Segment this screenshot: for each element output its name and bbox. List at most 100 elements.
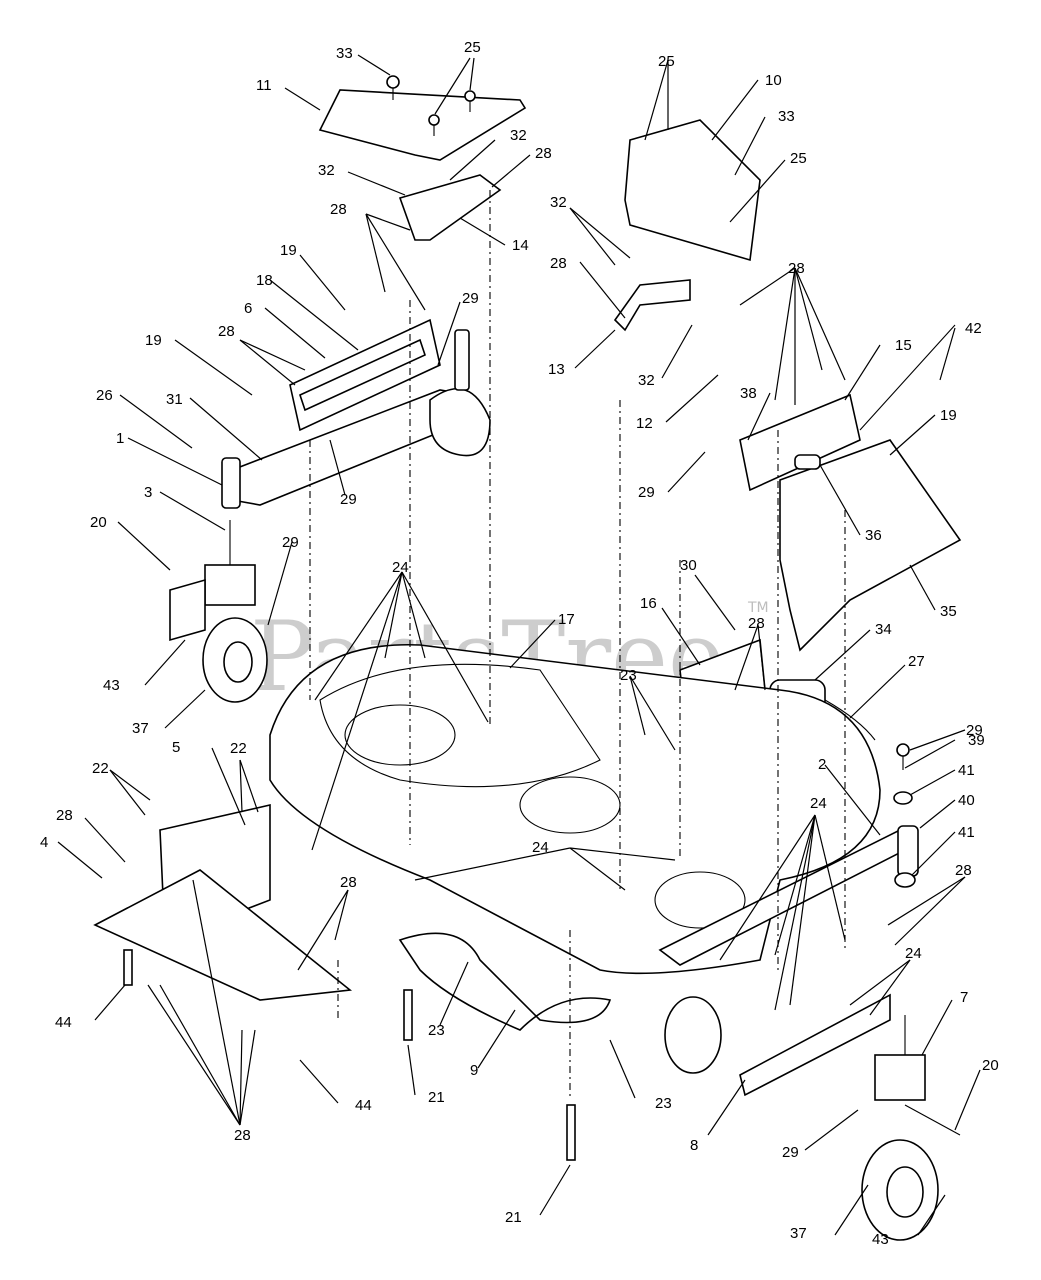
callout-29: 29 bbox=[462, 290, 479, 307]
callout-29: 29 bbox=[340, 491, 357, 508]
callout-21: 21 bbox=[505, 1209, 522, 1226]
part-21-bolt-b bbox=[566, 1104, 576, 1161]
callout-2: 2 bbox=[818, 756, 826, 773]
alignment-lines bbox=[309, 190, 846, 1100]
callout-17: 17 bbox=[558, 611, 575, 628]
callout-4: 4 bbox=[40, 834, 48, 851]
callout-14: 14 bbox=[512, 237, 529, 254]
callout-19: 19 bbox=[280, 242, 297, 259]
callout-21: 21 bbox=[428, 1089, 445, 1106]
callout-31: 31 bbox=[166, 391, 183, 408]
callout-43: 43 bbox=[103, 677, 120, 694]
callout-29: 29 bbox=[966, 722, 983, 739]
callout-40: 40 bbox=[958, 792, 975, 809]
callout-37: 37 bbox=[790, 1225, 807, 1242]
callout-41: 41 bbox=[958, 762, 975, 779]
callout-32: 32 bbox=[510, 127, 527, 144]
callout-20: 20 bbox=[90, 514, 107, 531]
callout-29: 29 bbox=[638, 484, 655, 501]
callout-5: 5 bbox=[172, 739, 180, 756]
callout-20: 20 bbox=[982, 1057, 999, 1074]
part-36-spring bbox=[794, 454, 821, 470]
callouts: 33 25 11 32 28 32 28 14 19 18 6 28 29 19… bbox=[40, 39, 999, 1248]
part-7-yoke bbox=[874, 1054, 926, 1101]
callout-28: 28 bbox=[955, 862, 972, 879]
callout-32: 32 bbox=[638, 372, 655, 389]
callout-9: 9 bbox=[470, 1062, 478, 1079]
part-35-chute bbox=[779, 439, 962, 652]
callout-28: 28 bbox=[340, 874, 357, 891]
callout-13: 13 bbox=[548, 361, 565, 378]
part-4-plate bbox=[93, 869, 353, 1001]
callout-42: 42 bbox=[965, 320, 982, 337]
part-14-bracket bbox=[398, 174, 502, 241]
callout-33: 33 bbox=[336, 45, 353, 62]
callout-19: 19 bbox=[145, 332, 162, 349]
leader-lines bbox=[57, 54, 981, 1236]
callout-23: 23 bbox=[620, 667, 637, 684]
callout-23: 23 bbox=[655, 1095, 672, 1112]
callout-37: 37 bbox=[132, 720, 149, 737]
callout-29: 29 bbox=[782, 1144, 799, 1161]
callout-25: 25 bbox=[790, 150, 807, 167]
part-3-yoke bbox=[204, 564, 256, 606]
callout-28: 28 bbox=[535, 145, 552, 162]
part-9-baffle bbox=[398, 932, 612, 1031]
callout-1: 1 bbox=[116, 430, 124, 447]
part-44-pin-left bbox=[123, 949, 133, 986]
callout-44: 44 bbox=[355, 1097, 372, 1114]
part-8-arm bbox=[739, 993, 891, 1097]
callout-28: 28 bbox=[550, 255, 567, 272]
callout-6: 6 bbox=[244, 300, 252, 317]
callout-28: 28 bbox=[330, 201, 347, 218]
callout-19: 19 bbox=[940, 407, 957, 424]
callout-33: 33 bbox=[778, 108, 795, 125]
callout-22: 22 bbox=[92, 760, 109, 777]
callout-16: 16 bbox=[640, 595, 657, 612]
callout-38: 38 bbox=[740, 385, 757, 402]
part-17-deck bbox=[269, 643, 881, 975]
callout-32: 32 bbox=[550, 194, 567, 211]
callout-12: 12 bbox=[636, 415, 653, 432]
callout-28: 28 bbox=[234, 1127, 251, 1144]
callout-44: 44 bbox=[55, 1014, 72, 1031]
callout-23: 23 bbox=[428, 1022, 445, 1039]
callout-36: 36 bbox=[865, 527, 882, 544]
callout-24: 24 bbox=[810, 795, 827, 812]
callout-26: 26 bbox=[96, 387, 113, 404]
callout-8: 8 bbox=[690, 1137, 698, 1154]
callout-43: 43 bbox=[872, 1231, 889, 1248]
callout-32: 32 bbox=[318, 162, 335, 179]
callout-7: 7 bbox=[960, 989, 968, 1006]
callout-18: 18 bbox=[256, 272, 273, 289]
callout-28: 28 bbox=[218, 323, 235, 340]
callout-28: 28 bbox=[748, 615, 765, 632]
callout-27: 27 bbox=[908, 653, 925, 670]
callout-28: 28 bbox=[56, 807, 73, 824]
callout-41: 41 bbox=[958, 824, 975, 841]
callout-11: 11 bbox=[256, 77, 272, 94]
callout-15: 15 bbox=[895, 337, 912, 354]
deck-drawing bbox=[93, 75, 962, 1241]
part-15-plate bbox=[739, 393, 861, 492]
callout-3: 3 bbox=[144, 484, 152, 501]
part-10-cover bbox=[624, 119, 761, 262]
callout-29: 29 bbox=[282, 534, 299, 551]
callout-30: 30 bbox=[680, 557, 697, 574]
callout-25: 25 bbox=[464, 39, 481, 56]
watermark-tm: TM bbox=[747, 600, 769, 616]
part-21-bolt-a bbox=[403, 989, 413, 1041]
callout-22: 22 bbox=[230, 740, 247, 757]
callout-28: 28 bbox=[788, 260, 805, 277]
callout-24: 24 bbox=[392, 559, 409, 576]
callout-25: 25 bbox=[658, 53, 675, 70]
callout-35: 35 bbox=[940, 603, 957, 620]
callout-10: 10 bbox=[765, 72, 782, 89]
part-11-cover bbox=[318, 89, 527, 161]
callout-39: 39 bbox=[968, 732, 985, 749]
callout-24: 24 bbox=[532, 839, 549, 856]
callout-24: 24 bbox=[905, 945, 922, 962]
part-13-bracket bbox=[613, 279, 691, 332]
callout-34: 34 bbox=[875, 621, 892, 638]
